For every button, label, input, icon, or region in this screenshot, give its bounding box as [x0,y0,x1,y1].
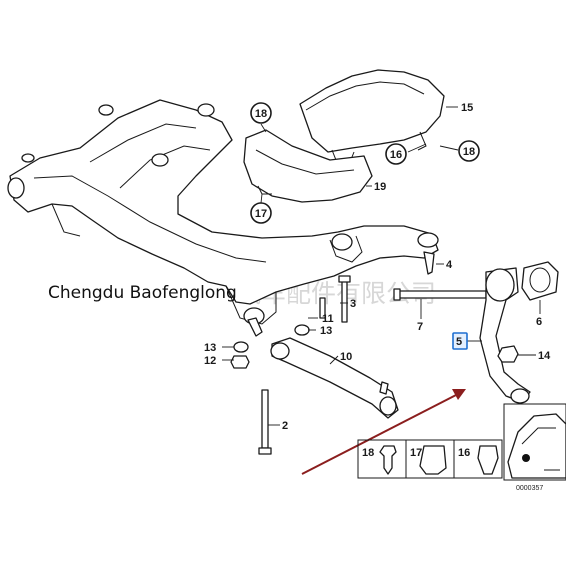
inset-label-18: 18 [362,447,374,459]
bushing [521,261,559,301]
long-bolt [393,288,487,301]
lower-control-arm [270,337,399,419]
leader-lines [222,106,541,426]
figure-code: 0000357 [516,485,543,492]
callout-4: 4 [446,259,453,271]
callout-18b-circle [458,140,480,162]
car-locator [503,403,566,481]
shield-lower [243,129,373,203]
callout-11: 11 [322,313,334,325]
callout-12: 12 [204,355,216,367]
heat-shield [299,69,445,163]
fastener-inset: 18 17 16 [357,439,503,479]
callout-10: 10 [340,351,352,363]
callout-6: 6 [536,316,542,328]
callout-14: 14 [538,350,551,362]
indicator-arrow [301,389,466,475]
callout-5: 5 [456,336,462,348]
callout-18: 18 [255,108,267,120]
callout-19: 19 [374,181,386,193]
callout-numbers: 15 18 16 18 17 19 4 3 11 13 13 12 10 2 7… [204,102,551,432]
car-locator-dot [522,454,530,462]
callout-17: 17 [255,208,267,220]
callout-3: 3 [350,298,356,310]
callout-18-circle [250,102,272,124]
inset-label-17: 17 [410,447,422,459]
inset-label-16: 16 [458,447,470,459]
callout-16-circle [385,143,407,165]
callout-2: 2 [282,420,288,432]
callout-13: 13 [320,325,332,337]
callout-13b: 13 [204,342,216,354]
upper-control-arm [479,267,531,404]
callout-15: 15 [461,102,473,114]
callout-5-highlight [452,332,468,350]
callout-7: 7 [417,321,423,333]
callout-16: 16 [390,149,402,161]
brand-overlay: Chengdu Baofenglong [48,283,237,303]
callout-18b: 18 [463,146,475,158]
callout-17-circle [250,202,272,224]
